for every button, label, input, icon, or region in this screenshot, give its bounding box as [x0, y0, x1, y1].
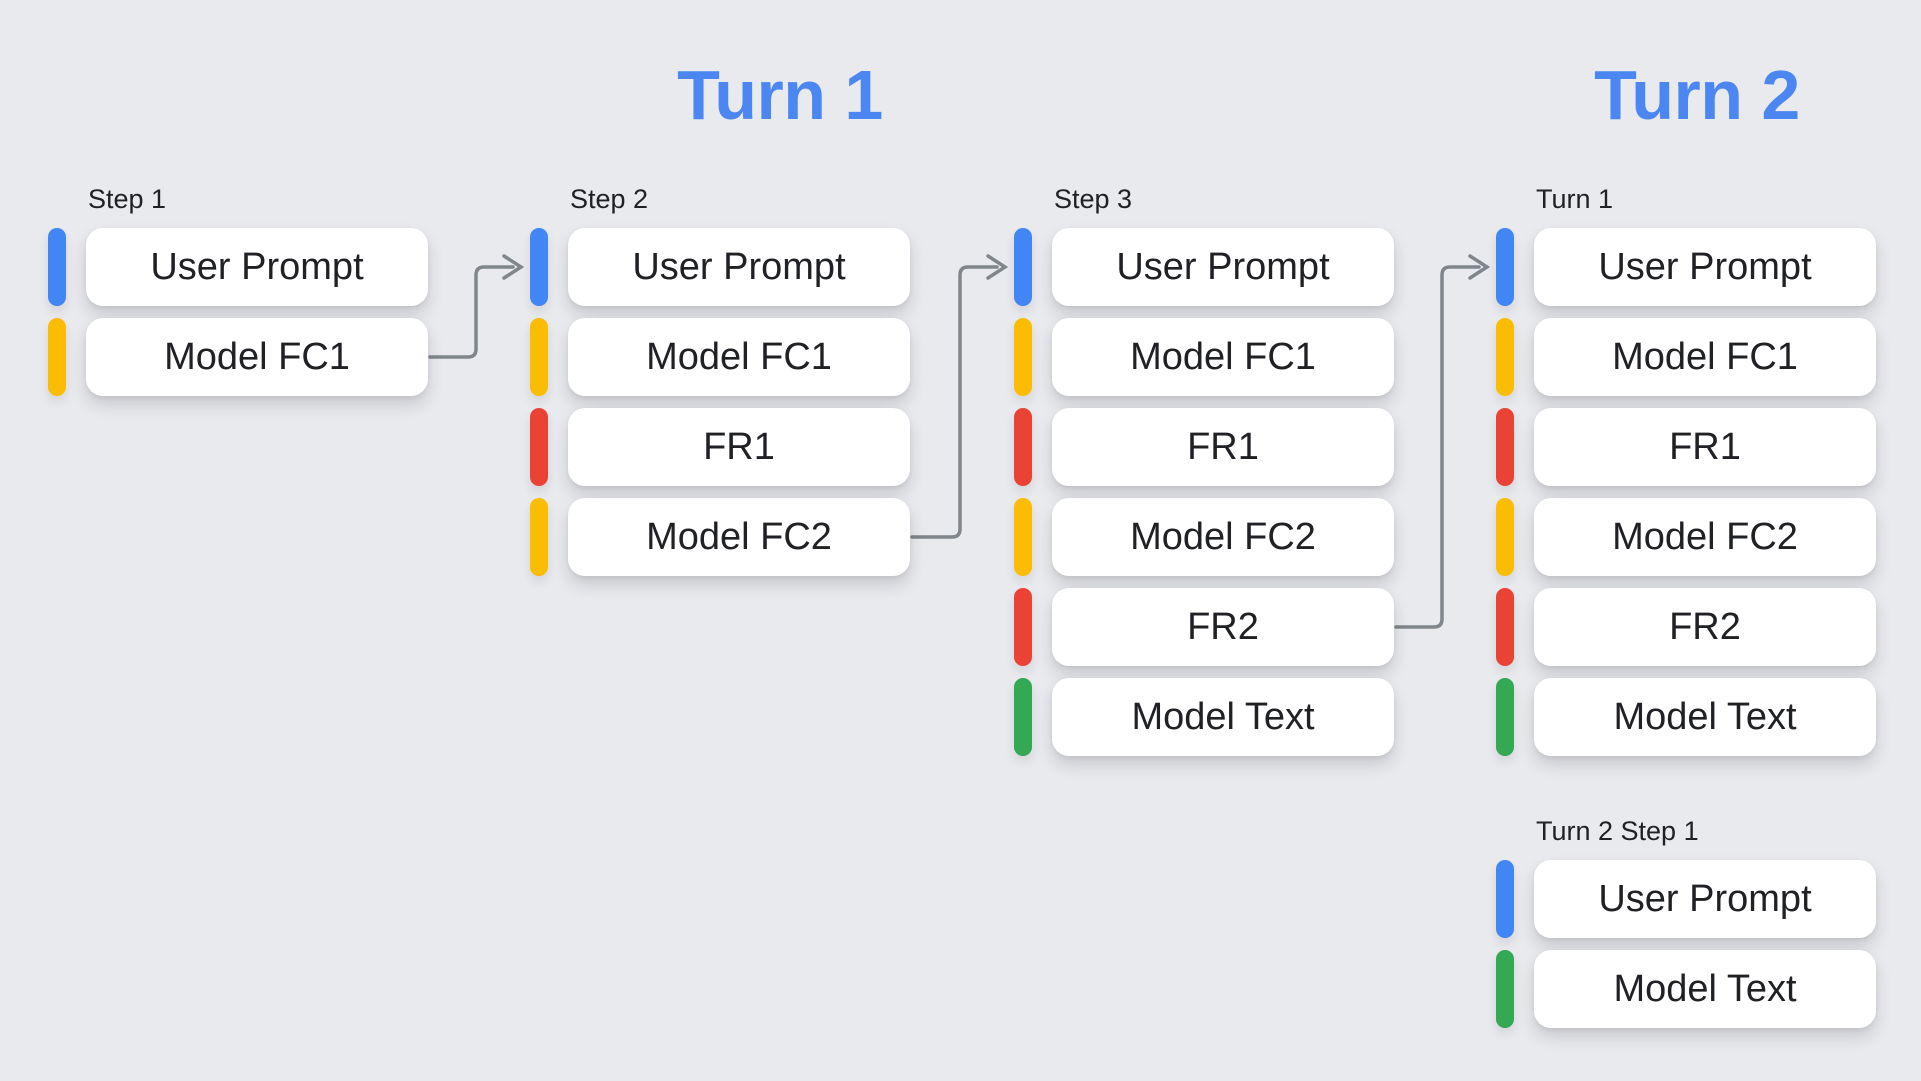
- model-text-bar: [1496, 678, 1514, 756]
- turn-1-heading: Turn 1: [677, 56, 883, 134]
- fr1-box: FR1: [568, 408, 910, 486]
- model-fc1-bar: [48, 318, 66, 396]
- model-fc2-bar: [530, 498, 548, 576]
- user-prompt-box: User Prompt: [86, 228, 428, 306]
- user-prompt-bar: [1496, 228, 1514, 306]
- column-label: Step 3: [1054, 184, 1133, 214]
- connector-arrow-line: [910, 265, 999, 539]
- user-prompt-box: User Prompt: [1534, 860, 1876, 938]
- model-text-box: Model Text: [1534, 950, 1876, 1028]
- diagram-row: User Prompt: [1496, 860, 1876, 938]
- model-fc1-bar: [1496, 318, 1514, 396]
- diagram-row: FR2: [1496, 588, 1876, 666]
- column-rows: User Prompt Model FC1 FR1 Model FC2: [530, 228, 910, 576]
- fr2-box: FR2: [1052, 588, 1394, 666]
- model-text-bar: [1014, 678, 1032, 756]
- fr2-box: FR2: [1534, 588, 1876, 666]
- fr1-bar: [1496, 408, 1514, 486]
- user-prompt-box: User Prompt: [1534, 228, 1876, 306]
- model-fc1-bar: [1014, 318, 1032, 396]
- user-prompt-bar: [48, 228, 66, 306]
- column-rows: User Prompt Model FC1: [48, 228, 428, 396]
- diagram-row: User Prompt: [48, 228, 428, 306]
- user-prompt-box: User Prompt: [1052, 228, 1394, 306]
- user-prompt-box: User Prompt: [568, 228, 910, 306]
- column-label: Step 2: [570, 184, 649, 214]
- diagram-row: FR1: [1496, 408, 1876, 486]
- diagram-row: Model FC2: [1496, 498, 1876, 576]
- connector-arrow-line: [428, 265, 515, 359]
- diagram-row: Model FC1: [48, 318, 428, 396]
- diagram-row: Model FC2: [530, 498, 910, 576]
- column-step-3: Step 3 User Prompt Model FC1 FR1 Model F…: [1014, 185, 1394, 756]
- diagram-row: Model Text: [1496, 678, 1876, 756]
- diagram-row: Model Text: [1014, 678, 1394, 756]
- arrowhead-icon: [986, 254, 1009, 280]
- column-step-1: Step 1 User Prompt Model FC1: [48, 185, 428, 396]
- model-text-bar: [1496, 950, 1514, 1028]
- turn-2-heading: Turn 2: [1594, 56, 1800, 134]
- column-rows: User Prompt Model FC1 FR1 Model FC2 FR2 …: [1496, 228, 1876, 756]
- model-fc1-box: Model FC1: [86, 318, 428, 396]
- column-label: Step 1: [88, 184, 167, 214]
- model-fc2-bar: [1496, 498, 1514, 576]
- fr1-bar: [1014, 408, 1032, 486]
- diagram-row: FR1: [530, 408, 910, 486]
- column-label: Turn 1: [1536, 184, 1614, 214]
- column-turn-1-context: Turn 1 User Prompt Model FC1 FR1 Model F…: [1496, 185, 1876, 756]
- fr1-bar: [530, 408, 548, 486]
- column-turn-2-step-1: Turn 2 Step 1 User Prompt Model Text: [1496, 817, 1876, 1028]
- diagram-row: FR2: [1014, 588, 1394, 666]
- model-fc2-box: Model FC2: [1534, 498, 1876, 576]
- diagram-row: Model Text: [1496, 950, 1876, 1028]
- fr2-bar: [1496, 588, 1514, 666]
- arrowhead-icon: [502, 254, 525, 280]
- model-text-box: Model Text: [1052, 678, 1394, 756]
- model-fc1-box: Model FC1: [1052, 318, 1394, 396]
- diagram-row: Model FC1: [1014, 318, 1394, 396]
- user-prompt-bar: [530, 228, 548, 306]
- fr1-box: FR1: [1052, 408, 1394, 486]
- model-fc2-box: Model FC2: [1052, 498, 1394, 576]
- diagram-row: Model FC1: [1496, 318, 1876, 396]
- diagram-row: Model FC1: [530, 318, 910, 396]
- arrowhead-icon: [1468, 254, 1491, 280]
- fr1-box: FR1: [1534, 408, 1876, 486]
- fr2-bar: [1014, 588, 1032, 666]
- diagram-row: User Prompt: [1496, 228, 1876, 306]
- user-prompt-bar: [1496, 860, 1514, 938]
- model-fc1-box: Model FC1: [1534, 318, 1876, 396]
- model-fc1-box: Model FC1: [568, 318, 910, 396]
- diagram-row: User Prompt: [1014, 228, 1394, 306]
- user-prompt-bar: [1014, 228, 1032, 306]
- diagram-row: Model FC2: [1014, 498, 1394, 576]
- connector-arrow-line: [1394, 265, 1481, 629]
- diagram-row: User Prompt: [530, 228, 910, 306]
- column-rows: User Prompt Model FC1 FR1 Model FC2 FR2 …: [1014, 228, 1394, 756]
- column-label: Turn 2 Step 1: [1536, 816, 1699, 846]
- model-fc2-bar: [1014, 498, 1032, 576]
- model-fc2-box: Model FC2: [568, 498, 910, 576]
- model-fc1-bar: [530, 318, 548, 396]
- column-rows: User Prompt Model Text: [1496, 860, 1876, 1028]
- diagram-row: FR1: [1014, 408, 1394, 486]
- column-step-2: Step 2 User Prompt Model FC1 FR1 Model F…: [530, 185, 910, 576]
- model-text-box: Model Text: [1534, 678, 1876, 756]
